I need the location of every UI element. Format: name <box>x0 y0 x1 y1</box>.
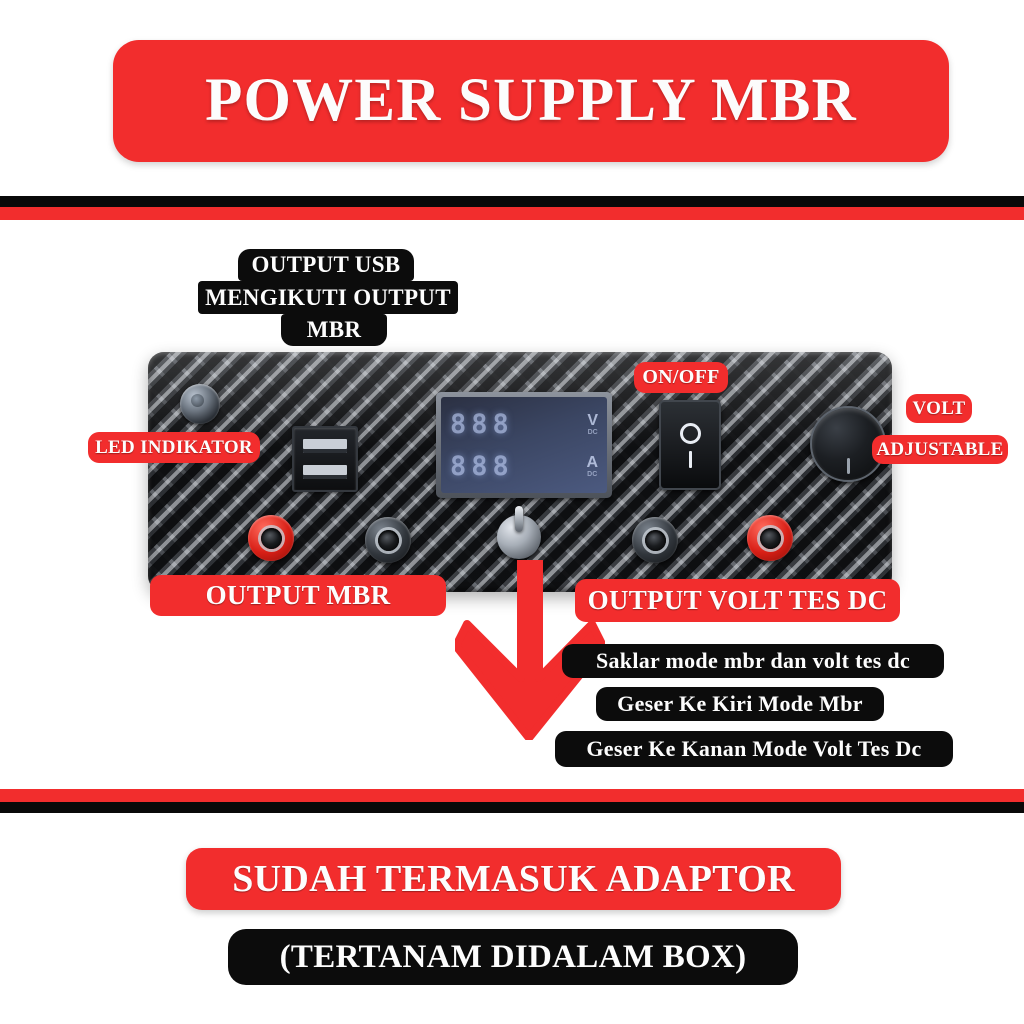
down-arrow-icon <box>455 560 605 740</box>
page-title: POWER SUPPLY MBR <box>205 67 857 134</box>
jack-output-mbr-negative[interactable] <box>365 517 411 563</box>
jack-hole <box>759 527 781 549</box>
note-geser-kiri: Geser Ke Kiri Mode Mbr <box>596 687 884 721</box>
meter-amp-unit: A DC <box>586 453 598 478</box>
footer-adaptor-included: SUDAH TERMASUK ADAPTOR <box>186 848 841 910</box>
divider-black-bar <box>0 802 1024 813</box>
callout-volt: VOLT <box>906 394 972 423</box>
led-indicator <box>180 384 220 424</box>
jack-ring <box>632 517 678 563</box>
jack-output-mbr-positive[interactable] <box>248 515 294 561</box>
callout-output-volt-tes-dc: OUTPUT VOLT TES DC <box>575 579 900 622</box>
divider-black-bar <box>0 196 1024 207</box>
meter-volt-unit-sub: DC <box>587 428 598 436</box>
callout-adjustable: ADJUSTABLE <box>872 435 1008 464</box>
footer-box-note: (TERTANAM DIDALAM BOX) <box>228 929 798 985</box>
volt-amp-digital-meter: 888 V DC 888 A DC <box>436 392 612 498</box>
jack-hole <box>644 529 666 551</box>
divider-top <box>0 196 1024 220</box>
meter-amp-digits: 888 <box>450 450 514 482</box>
meter-volt-row: 888 V DC <box>450 409 598 440</box>
rocker-power-switch[interactable] <box>659 400 721 490</box>
jack-volt-tes-dc-negative[interactable] <box>632 517 678 563</box>
note-geser-kanan: Geser Ke Kanan Mode Volt Tes Dc <box>555 731 953 767</box>
meter-volt-unit-main: V <box>587 411 598 429</box>
callout-on-off: ON/OFF <box>634 362 728 393</box>
meter-screen: 888 V DC 888 A DC <box>441 397 607 493</box>
power-off-circle-icon <box>679 422 701 444</box>
jack-volt-tes-dc-positive[interactable] <box>747 515 793 561</box>
meter-volt-digits: 888 <box>450 408 514 440</box>
mode-toggle-switch[interactable] <box>497 515 541 559</box>
jack-ring <box>747 515 793 561</box>
meter-amp-row: 888 A DC <box>450 451 598 482</box>
meter-volt-unit: V DC <box>587 411 598 436</box>
power-on-bar-icon <box>688 450 692 468</box>
meter-amp-unit-sub: DC <box>587 470 598 478</box>
callout-output-mbr: OUTPUT MBR <box>150 575 446 616</box>
divider-red-bar <box>0 207 1024 220</box>
callout-led-indikator: LED INDIKATOR <box>88 432 260 463</box>
callout-output-usb-line3: MBR <box>281 314 387 346</box>
jack-ring <box>365 517 411 563</box>
usb-slot-upper <box>303 439 347 454</box>
dual-usb-port[interactable] <box>292 426 358 492</box>
meter-amp-unit-main: A <box>586 453 598 471</box>
callout-output-usb-line2: MENGIKUTI OUTPUT <box>198 281 458 314</box>
divider-red-bar <box>0 789 1024 802</box>
usb-slot-lower <box>303 464 347 479</box>
note-saklar-mode: Saklar mode mbr dan volt tes dc <box>562 644 944 678</box>
callout-output-usb-line1: OUTPUT USB <box>238 249 414 281</box>
jack-ring <box>248 515 294 561</box>
jack-hole <box>260 527 282 549</box>
header-banner: POWER SUPPLY MBR <box>113 40 949 162</box>
carbon-fiber-front-panel: 888 V DC 888 A DC <box>148 352 892 592</box>
divider-bottom <box>0 789 1024 813</box>
jack-hole <box>377 529 399 551</box>
